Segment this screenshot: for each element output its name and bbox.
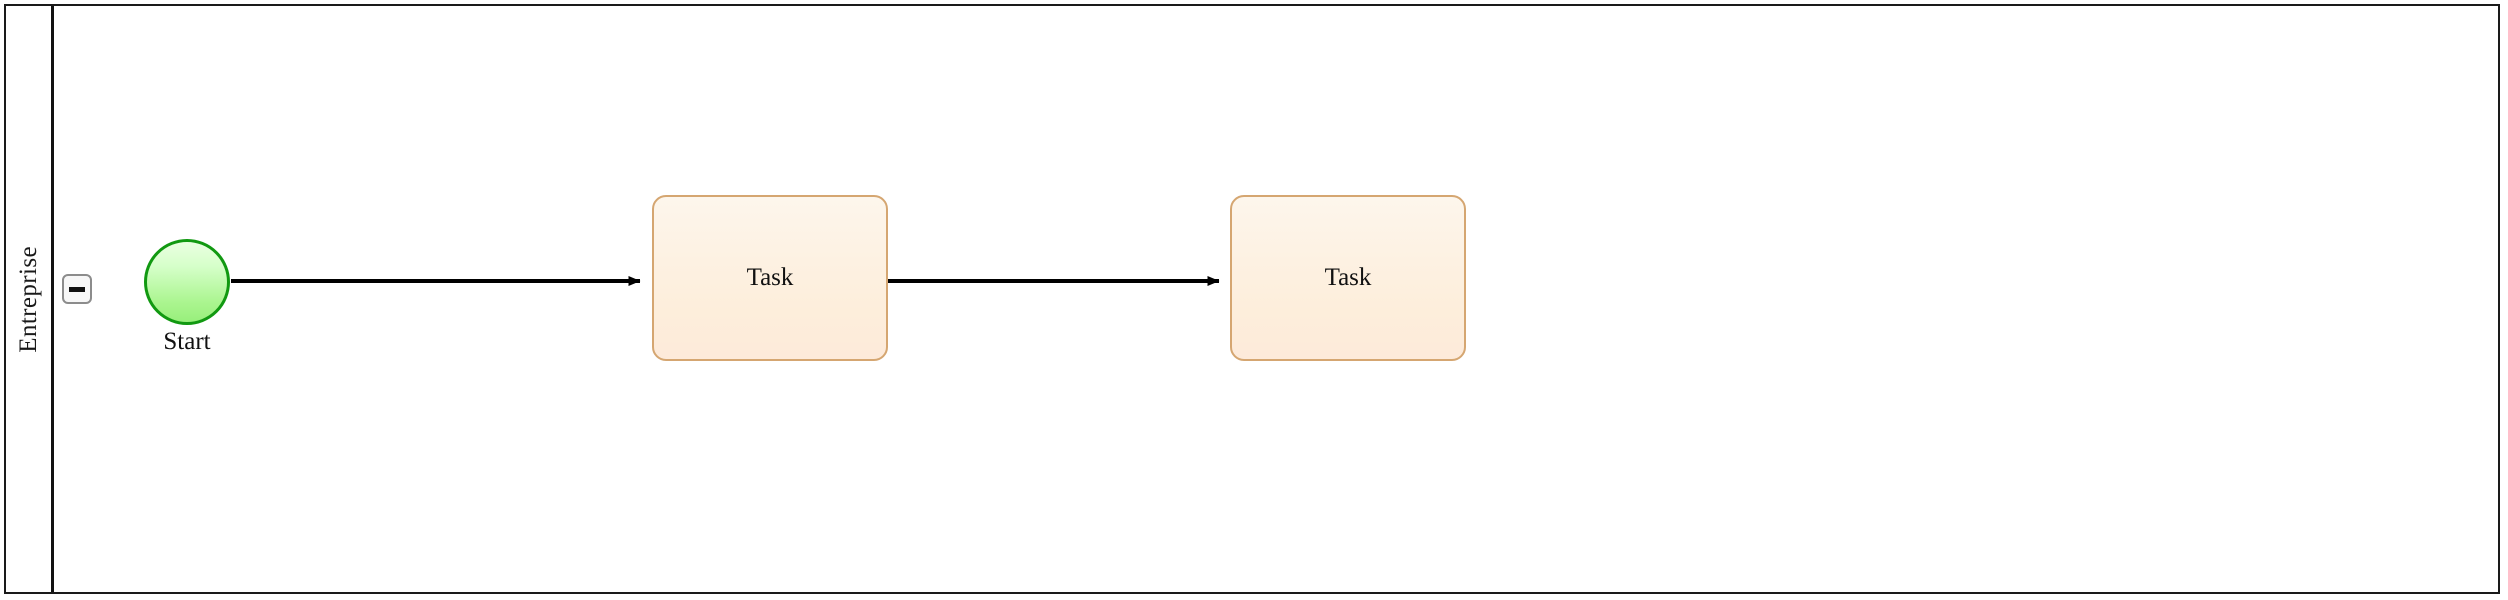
minus-icon bbox=[69, 286, 85, 292]
start-event-label: Start bbox=[163, 328, 211, 355]
pool-collapse-button[interactable] bbox=[62, 274, 92, 304]
task-node-2[interactable]: Task bbox=[1230, 195, 1466, 361]
pool-entreprise[interactable]: Entreprise bbox=[4, 4, 2500, 594]
task-node-1[interactable]: Task bbox=[652, 195, 888, 361]
task-label: Task bbox=[1324, 264, 1372, 291]
pool-header[interactable]: Entreprise bbox=[6, 6, 54, 592]
task-label: Task bbox=[746, 264, 794, 291]
start-event-shape[interactable] bbox=[144, 239, 230, 325]
pool-name-label: Entreprise bbox=[15, 245, 42, 353]
